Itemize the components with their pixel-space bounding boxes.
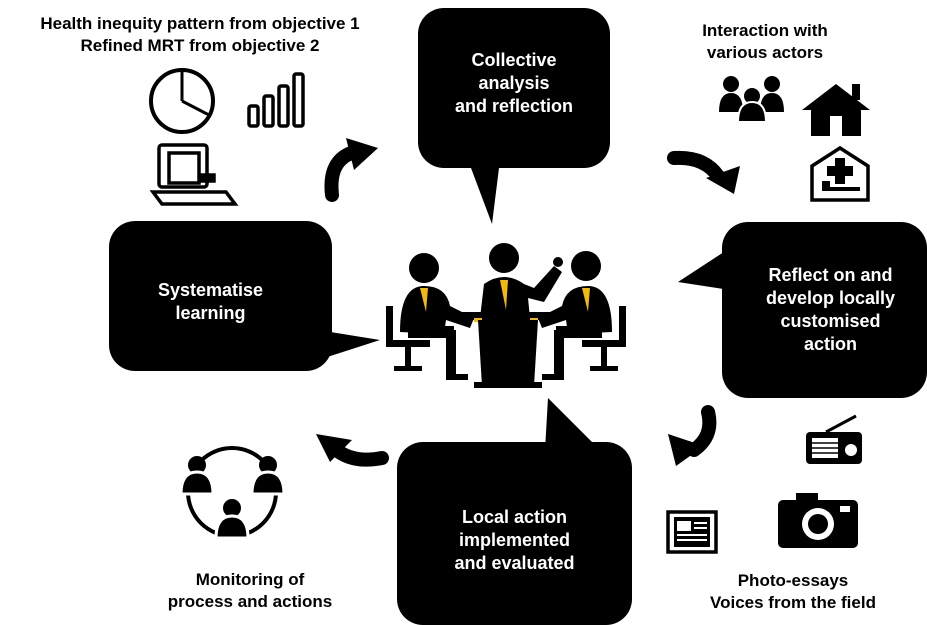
bar-chart-icon [247,72,305,128]
meeting-people-icon [386,243,626,388]
newspaper-icon [666,510,718,554]
radio-icon [806,414,862,464]
bubble-reflect-develop [678,222,927,398]
inputs-caption: Health inequity pattern from objective 1… [40,14,360,55]
monitoring-caption: Monitoring of process and actions [167,570,333,611]
photo-essays-caption: Photo-essays Voices from the field [710,571,876,612]
bubble-collective-analysis [418,8,610,224]
collective-analysis-text: Collective analysis and reflection [454,50,574,116]
camera-icon [778,493,858,548]
group-network-icon [179,446,286,540]
bubble-local-action [397,398,632,625]
interaction-caption: Interaction with various actors [702,21,828,62]
house-icon [802,84,870,136]
cycle-arrow-top-left [324,138,378,202]
cycle-arrow-bottom-right [668,405,717,466]
health-facility-icon [810,145,870,202]
systematise-learning-text: Systematise learning [157,280,264,323]
cycle-arrow-top-right [667,150,740,194]
pie-chart-icon [149,68,215,134]
cycle-arrow-bottom-left [316,434,389,467]
reflect-develop-text: Reflect on and develop locally customise… [765,265,896,354]
local-action-text: Local action implemented and evaluated [454,507,575,573]
bubble-systematise-learning [109,221,380,371]
laptop-icon [149,143,239,206]
family-icon [719,76,784,123]
